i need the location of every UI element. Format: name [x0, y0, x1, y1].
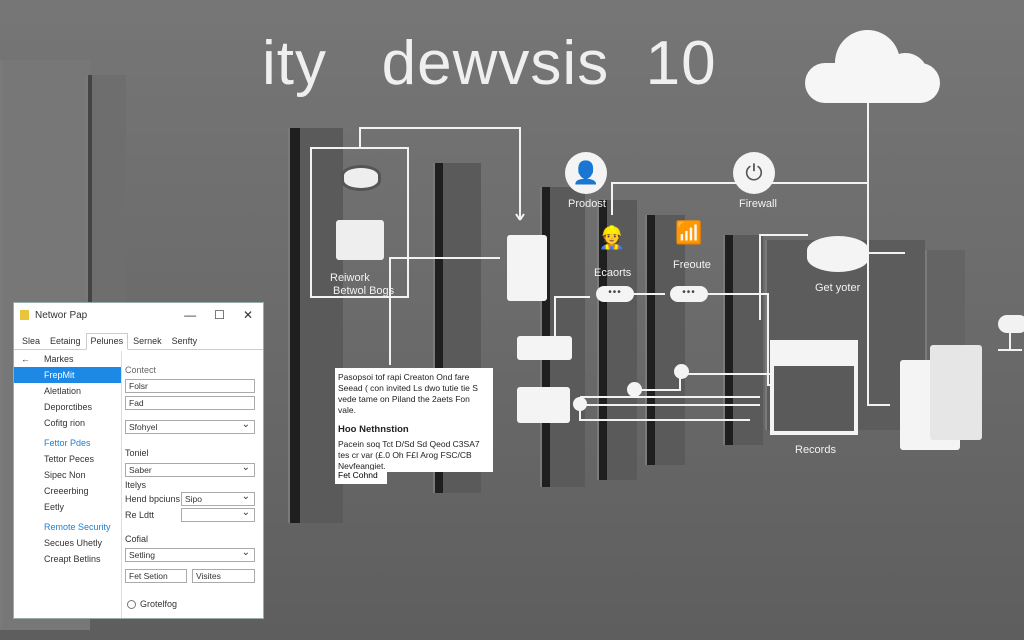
ecaorts-label: Ecaorts [594, 267, 632, 279]
freoute-label: Freoute [673, 259, 711, 271]
records-label: Records [795, 444, 836, 456]
sidebar-heading: Remote Security [44, 522, 111, 532]
tab[interactable]: Eetaing [50, 336, 81, 346]
dropdown[interactable]: Sfohyel [125, 419, 255, 434]
sidebar-item-selected[interactable]: FrepMit [14, 367, 121, 383]
radio-option[interactable]: Grotelfog [127, 599, 177, 609]
document-panel: Pasopsoi tof rapi Creaton Ond fare Seead… [335, 368, 493, 472]
dropdown[interactable] [181, 507, 255, 522]
product-label: Prodost [568, 198, 606, 210]
doc-line: vale. [338, 405, 356, 415]
page-title: ity dewvsis 10 [262, 29, 717, 98]
tab[interactable]: Senfty [171, 336, 198, 346]
records-cube-icon [770, 340, 858, 435]
network-dialog: Networ Pap — ☐ ✕ Slea Eetaing Pelunes Se… [13, 302, 264, 619]
sidebar-item[interactable]: Eetly [44, 502, 65, 512]
dropdown[interactable]: Sipo [181, 491, 255, 506]
gateway-label: Get yoter [815, 282, 861, 294]
section-label: Cofial [125, 534, 149, 544]
text-field[interactable]: Folsr [125, 379, 255, 393]
node-dot [627, 382, 642, 397]
sidebar-item[interactable]: Sipec Non [44, 470, 86, 480]
text-field[interactable]: Visites [192, 569, 255, 583]
sidebar-item[interactable]: Secues Uhetly [44, 538, 103, 548]
sidebar-item[interactable]: Deporctibes [44, 402, 93, 412]
firewall-label: Firewall [739, 198, 777, 210]
sidebar-heading: Fettor Pdes [44, 438, 91, 448]
doc-line: Pacein soq Tct D/Sd Sd Qeod C3SA7 [338, 439, 480, 449]
server-rack [723, 235, 763, 445]
doc-line: Nevfeangiet. [338, 461, 386, 471]
cloud-icon [805, 28, 940, 103]
text-field[interactable]: Fet Setion [125, 569, 187, 583]
sidebar-item-label: Markes [44, 354, 74, 364]
dropdown[interactable]: Saber [125, 462, 255, 477]
maximize-button[interactable]: ☐ [214, 308, 225, 322]
node-dot [573, 397, 587, 411]
firewall-icon: ⏻ [733, 152, 775, 194]
device-icon [517, 387, 570, 423]
field-label: Re Ldtt [125, 510, 155, 520]
field-label: Itelys [125, 480, 147, 490]
sidebar-item[interactable]: Creapt Betlins [44, 554, 101, 564]
radio-label: Grotelfog [140, 599, 178, 609]
section-label: Contect [125, 365, 157, 375]
doc-line: tes cr var (£.0 Oh F£I Arog FSC/CB [338, 450, 472, 460]
app-icon [20, 310, 29, 320]
server-rack [597, 200, 637, 480]
node-pill: ••• [596, 286, 634, 302]
doc-footer: Fet Cohnd [335, 470, 387, 484]
dropdown[interactable]: Setling [125, 547, 255, 562]
radio-button[interactable] [127, 599, 136, 609]
tab[interactable]: Sernek [133, 336, 162, 346]
server-tower-icon [930, 345, 982, 440]
node-dot [674, 364, 689, 379]
doc-heading: Hoo Nethnstion [338, 424, 409, 435]
sidebar: ← Markes FrepMit Aletlation Deporctibes C… [14, 351, 121, 567]
engineer-icon: 👷 [598, 225, 626, 250]
monitor-icon [336, 220, 384, 260]
doc-line: vede tame on Piland the 2aets Fon [338, 394, 470, 404]
database-icon [341, 165, 381, 191]
text-field[interactable]: Fad [125, 396, 255, 410]
tab[interactable]: Slea [22, 336, 41, 346]
tab-active[interactable]: Pelunes [85, 333, 129, 350]
sidebar-item[interactable]: Aletlation [44, 386, 82, 396]
switch-icon [517, 336, 572, 360]
box-label: Reiwork [330, 272, 370, 284]
close-button[interactable]: ✕ [242, 308, 253, 322]
sidebar-item[interactable]: Creeerbing [44, 486, 89, 496]
dialog-title: Networ Pap [35, 309, 88, 321]
box-label: Betwol Bogs [333, 285, 395, 297]
section-label: Toniel [125, 448, 149, 458]
cloud-icon [998, 315, 1024, 333]
server-icon [507, 235, 547, 301]
user-icon: 👤 [565, 152, 607, 194]
tab-bar: Slea Eetaing Pelunes Sernek Senfty [14, 333, 263, 350]
minimize-button[interactable]: — [184, 308, 197, 322]
server-rack [645, 215, 685, 465]
settings-panel: Contect Folsr Fad Sfohyel Toniel Saber I… [121, 351, 263, 618]
sidebar-item[interactable]: Tettor Peces [44, 454, 95, 464]
sidebar-item-label: FrepMit [44, 370, 75, 380]
doc-line: Pasopsoi tof rapi Creaton Ond fare [338, 372, 470, 382]
sidebar-item[interactable]: Cofitg rion [44, 418, 86, 428]
node-pill: ••• [670, 286, 708, 302]
back-arrow-icon[interactable]: ← [21, 354, 30, 364]
doc-line: Seead ( con invited Ls dwo tutie tie S [338, 383, 478, 393]
chart-icon: 📶 [675, 220, 703, 245]
router-icon [807, 236, 869, 272]
title-bar: Networ Pap — ☐ ✕ [14, 303, 263, 327]
sidebar-item[interactable]: ← Markes [14, 351, 121, 367]
field-label: Hend bpciuns [125, 494, 181, 504]
server-rack [288, 128, 343, 523]
